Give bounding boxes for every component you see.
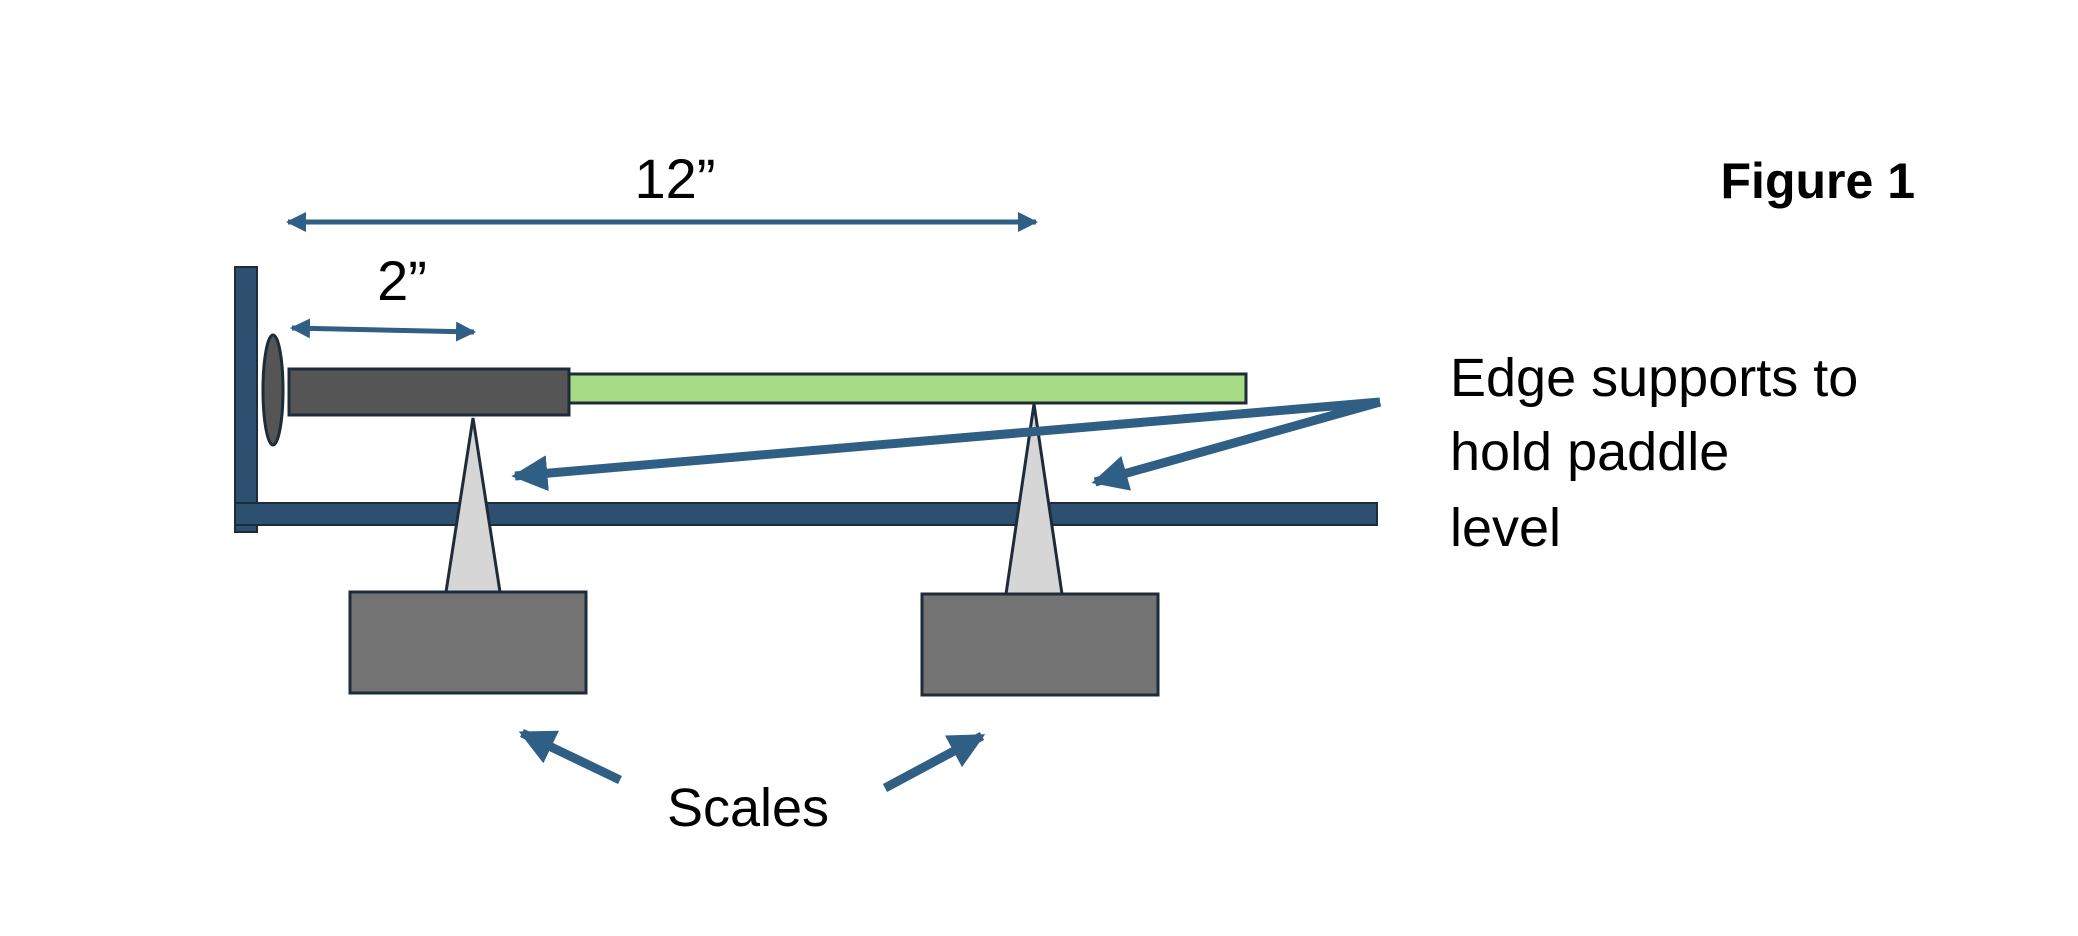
handle-length-label: 2”	[377, 249, 427, 312]
edge-supports-line-3: level	[1450, 498, 1561, 558]
scale-right	[920, 592, 1160, 697]
edge-supports-line-1: Edge supports to	[1450, 348, 1858, 408]
paddle-face	[567, 372, 1248, 405]
scales-callout: Scales	[667, 778, 829, 838]
edge-supports-line-2: hold paddle	[1450, 422, 1729, 482]
figure-label: Figure 1	[1721, 153, 1915, 209]
scales-arrow-right	[882, 732, 986, 792]
scales-arrow-left	[518, 728, 622, 785]
edge-supports-arrow-right	[1091, 397, 1382, 491]
overall-length-label: 12”	[635, 147, 716, 210]
frame-horizontal-rail	[234, 502, 1378, 526]
paddle-handle	[287, 367, 571, 417]
edge-supports-callout: Edge supports to hold paddle level	[1450, 348, 1873, 558]
frame-vertical-post	[234, 266, 258, 533]
handle-length-arrow	[290, 318, 476, 342]
scale-left	[348, 590, 588, 695]
paddle-butt-cap	[261, 333, 285, 447]
edge-supports-arrow-left	[511, 397, 1381, 492]
